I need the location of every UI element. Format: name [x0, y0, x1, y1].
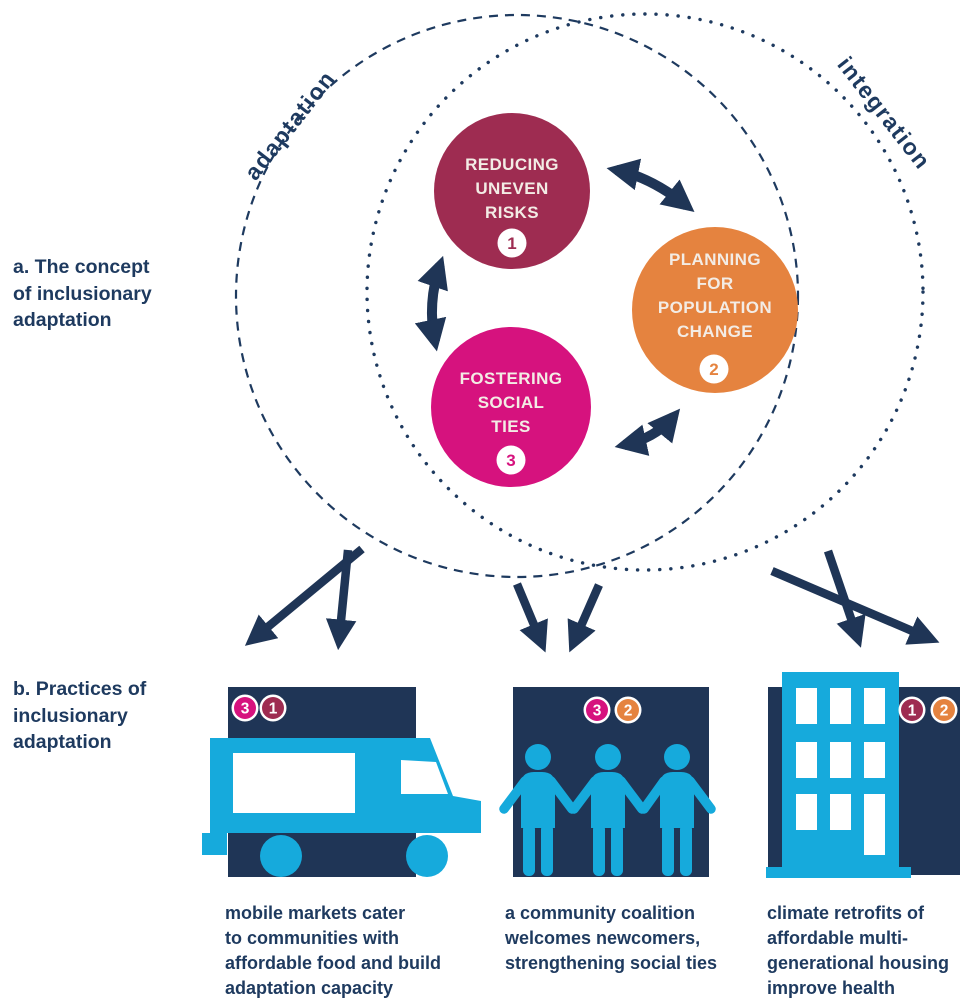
section-a-line: adaptation [13, 309, 112, 331]
concept-2-label-line: CHANGE [677, 322, 753, 341]
badge-disc [262, 697, 284, 719]
flow-arrow-right-diagonal [770, 567, 940, 645]
building-window [796, 742, 817, 778]
caption-line: improve health [767, 978, 896, 998]
concept-2-disc [632, 227, 798, 393]
concept-circle-fostering-social-ties: FOSTERING SOCIAL TIES 3 [431, 327, 591, 487]
badge-disc [901, 699, 923, 721]
concept-2-label-line: PLANNING [669, 250, 761, 269]
caption-line: welcomes newcomers, [505, 928, 701, 948]
badge-disc [586, 699, 608, 721]
flow-arrow-left-vertical [325, 549, 357, 651]
person [569, 744, 647, 876]
concept-1-label-line: REDUCING [465, 155, 559, 174]
badge-number: 1 [908, 703, 917, 720]
practice-food-truck: 3 1 [202, 687, 481, 877]
building-window [796, 688, 817, 724]
adaptation-circle-outline [234, 13, 800, 579]
caption-line: affordable multi- [767, 928, 909, 948]
section-a-line: of inclusionary [13, 282, 152, 305]
cycle-arrow-3-2 [614, 408, 681, 456]
concept-1-label-line: UNEVEN [475, 179, 548, 198]
section-b-line: b. Practices of [13, 678, 147, 700]
badge-number: 2 [940, 703, 949, 720]
badge-number: 3 [241, 701, 250, 718]
truck-bumper [202, 833, 227, 855]
caption-line: to communities with [225, 928, 400, 948]
food-truck-icon [202, 738, 481, 877]
truck-windshield [401, 760, 448, 794]
badge-disc [234, 697, 256, 719]
practice-3-badges: 1 2 [898, 696, 958, 724]
caption-line: a community coalition [505, 903, 696, 923]
concept-1-number: 1 [507, 234, 516, 253]
adaptation-label: adaptation [239, 65, 340, 184]
truck-serving-window [233, 753, 355, 813]
caption-line: affordable food and build [225, 953, 441, 973]
concept-2-number: 2 [709, 360, 718, 379]
building-door [864, 794, 885, 855]
cycle-arrow-1-2 [606, 158, 695, 213]
integration-circle-outline [365, 12, 925, 572]
badge-disc [933, 699, 955, 721]
practice-caption-retrofits: climate retrofits of affordable multi- g… [767, 901, 949, 1001]
concept-1-number-badge [497, 228, 527, 258]
building-window [830, 742, 851, 778]
caption-line: mobile markets cater [225, 903, 406, 923]
concept-circle-reducing-uneven-risks: REDUCING UNEVEN RISKS 1 [434, 113, 590, 269]
caption-line: climate retrofits of [767, 903, 925, 923]
concept-2-number-badge [699, 354, 729, 384]
concept-3-label-line: SOCIAL [478, 393, 545, 412]
cycle-arrow-1-3 [414, 255, 448, 352]
practice-caption-food-truck: mobile markets cater to communities with… [225, 901, 441, 1001]
concept-3-label-line: TIES [491, 417, 530, 436]
concept-3-number: 3 [506, 451, 515, 470]
practice-climate-retrofits: 1 2 [766, 672, 960, 878]
flow-arrow-right-vertical [823, 549, 866, 648]
practice-caption-community: a community coalition welcomes newcomers… [505, 901, 717, 976]
section-b-line: adaptation [13, 731, 112, 753]
practice-1-badges: 3 1 [231, 694, 287, 722]
truck-wheel [260, 835, 302, 877]
building-base [766, 867, 911, 878]
section-a-label: a. The concept of inclusionary adaptatio… [13, 254, 152, 334]
badge-number: 3 [593, 703, 602, 720]
concept-2-label-line: POPULATION [658, 298, 772, 317]
person [639, 744, 716, 876]
section-a-line: a. The concept [13, 256, 150, 278]
building-window [830, 688, 851, 724]
concept-1-label-line: RISKS [485, 203, 539, 222]
caption-line: strengthening social ties [505, 953, 718, 973]
apartment-building-icon [766, 672, 911, 878]
concept-2-label-line: FOR [696, 274, 733, 293]
person [499, 744, 577, 876]
building-window [864, 688, 885, 724]
people-holding-hands-icon [499, 744, 716, 876]
caption-line: generational housing [767, 953, 950, 973]
practice-community-coalition: 3 2 [499, 687, 716, 877]
section-b-line: inclusionary [13, 704, 128, 727]
practice-2-badges: 3 2 [583, 696, 642, 724]
truck-wheel [406, 835, 448, 877]
section-b-label: b. Practices of inclusionary adaptation [13, 676, 146, 756]
integration-label: integration [832, 52, 936, 175]
concept-3-label-line: FOSTERING [460, 369, 563, 388]
concept-3-disc [431, 327, 591, 487]
flow-arrow-middle-left [513, 582, 548, 653]
caption-line: adaptation capacity [225, 978, 394, 998]
flow-arrow-middle-right [567, 583, 603, 653]
building-window [864, 742, 885, 778]
building-window [796, 794, 817, 830]
concept-3-number-badge [496, 445, 526, 475]
badge-number: 2 [624, 703, 633, 720]
concept-circle-planning-for-population-change: PLANNING FOR POPULATION CHANGE 2 [632, 227, 798, 393]
concept-1-disc [434, 113, 590, 269]
badge-disc [617, 699, 639, 721]
badge-number: 1 [269, 701, 278, 718]
building-window [830, 794, 851, 830]
